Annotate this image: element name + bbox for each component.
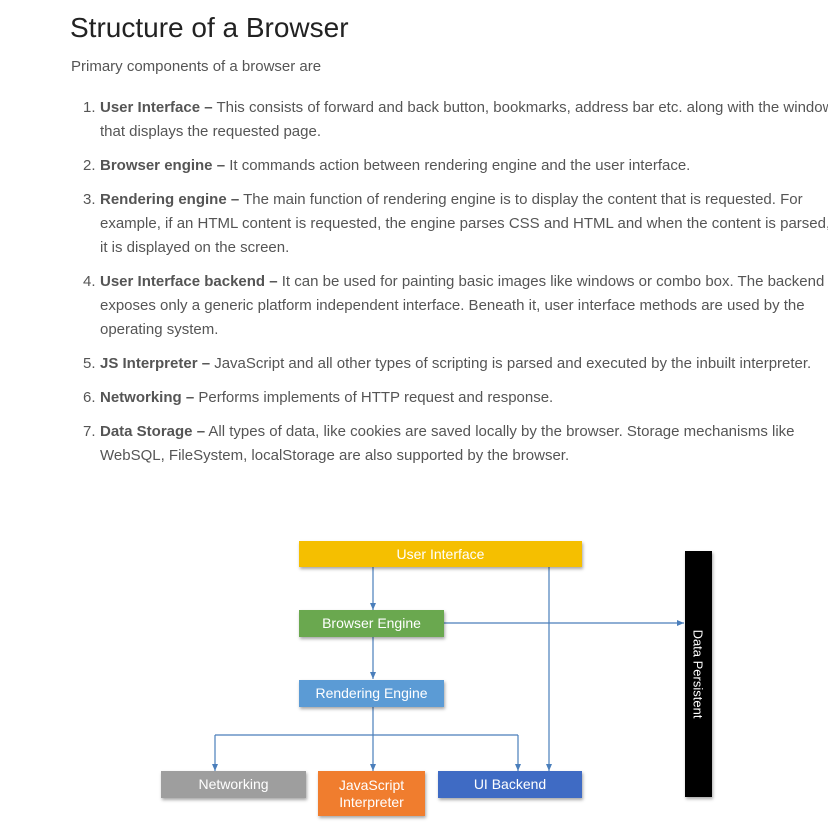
list-item: 3.Rendering engine – The main function o… — [83, 188, 828, 260]
item-term: Networking – — [100, 389, 195, 406]
data-persistent-label: Data Persistent — [690, 629, 706, 719]
list-item: 2.Browser engine – It commands action be… — [83, 154, 828, 178]
item-description: This consists of forward and back button… — [100, 99, 828, 140]
browser-engine-box: Browser Engine — [299, 610, 444, 637]
item-term: Data Storage – — [100, 423, 206, 440]
list-item: 7.Data Storage – All types of data, like… — [83, 420, 828, 468]
js-interpreter-label-line2: Interpreter — [339, 793, 404, 810]
item-term: Rendering engine – — [100, 191, 240, 208]
item-term: User Interface – — [100, 99, 213, 116]
page-title: Structure of a Browser — [70, 12, 349, 43]
item-number: 5. — [83, 355, 96, 372]
ui-backend-box: UI Backend — [438, 771, 582, 798]
js-interpreter-label-line1: JavaScript — [338, 776, 405, 793]
item-number: 7. — [83, 423, 96, 440]
item-number: 4. — [83, 273, 96, 290]
item-description: JavaScript and all other types of script… — [210, 355, 812, 372]
item-term: Browser engine – — [100, 157, 226, 174]
list-item: 1.User Interface – This consists of forw… — [83, 96, 828, 144]
rendering-engine-box: Rendering Engine — [299, 680, 444, 707]
user-interface-label: User Interface — [396, 545, 485, 562]
item-number: 6. — [83, 389, 96, 406]
item-number: 3. — [83, 191, 96, 208]
item-number: 2. — [83, 157, 96, 174]
item-term: JS Interpreter – — [100, 355, 211, 372]
data-persistent-bar — [685, 551, 712, 797]
item-description: Performs implements of HTTP request and … — [194, 389, 554, 406]
item-description: The main function of rendering engine is… — [100, 191, 828, 256]
list-item: 6.Networking – Performs implements of HT… — [83, 386, 828, 410]
list-item: 4.User Interface backend – It can be use… — [83, 270, 828, 342]
ui-backend-label: UI Backend — [473, 776, 547, 792]
intro-text: Primary components of a browser are — [71, 58, 322, 75]
components-list: 1.User Interface – This consists of forw… — [70, 96, 828, 478]
rendering-engine-label: Rendering Engine — [315, 685, 428, 701]
item-number: 1. — [83, 99, 96, 116]
list-item: 5.JS Interpreter – JavaScript and all ot… — [83, 352, 828, 376]
item-description: It can be used for painting basic images… — [100, 273, 825, 338]
user-interface-box: User Interface — [299, 541, 582, 567]
browser-engine-label: Browser Engine — [322, 615, 421, 631]
item-term: User Interface backend – — [100, 273, 278, 290]
item-description: All types of data, like cookies are save… — [100, 423, 795, 464]
js-interpreter-box: JavaScript Interpreter — [318, 771, 425, 816]
item-description: It commands action between rendering eng… — [225, 157, 691, 174]
networking-label: Networking — [198, 776, 269, 792]
networking-box: Networking — [161, 771, 306, 798]
